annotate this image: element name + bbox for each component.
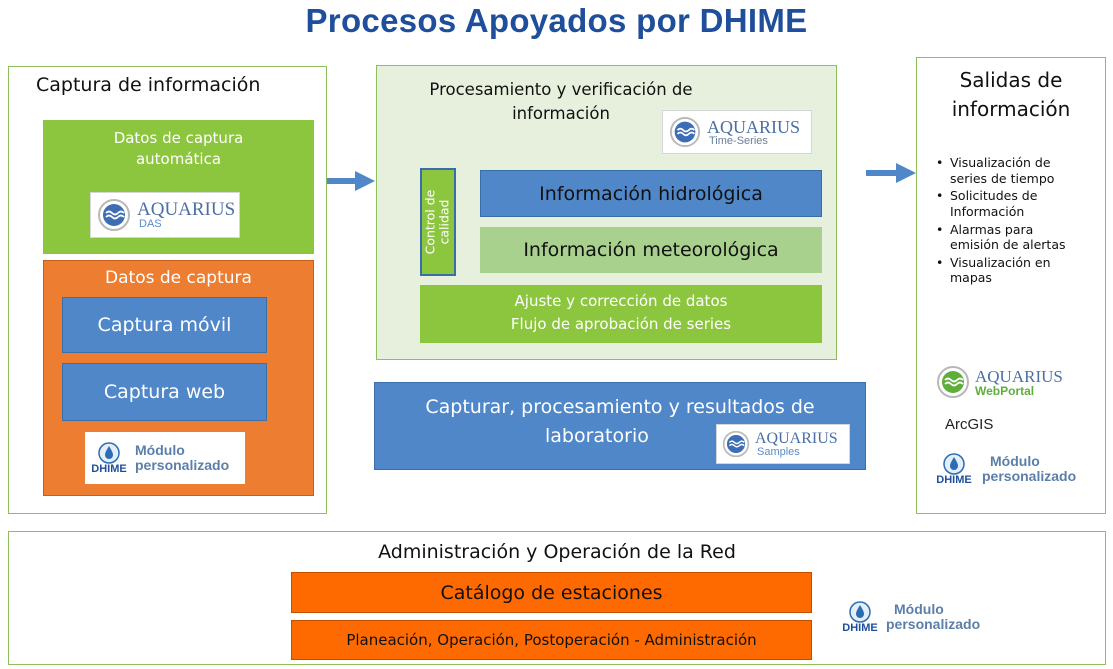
dhime-brand: DHIME [936, 473, 972, 486]
aquarius-logo-icon [669, 116, 701, 148]
dhime-modulo-logo-salidas: DHIME Módulo personalizado [932, 444, 1102, 494]
arrow-right-icon [866, 163, 916, 183]
aquarius-ts-word: AQUARIUS [707, 116, 801, 137]
aquarius-logo-icon [98, 199, 130, 231]
dhime-modulo-logo-admin: DHIME Módulo personalizado [838, 592, 1008, 642]
ajuste-box: Ajuste y corrección de datos Flujo de ap… [420, 285, 822, 343]
captura-movil-box: Captura móvil [62, 297, 267, 353]
control-calidad-line1: Control de [422, 189, 438, 255]
page-title: Procesos Apoyados por DHIME [305, 2, 808, 39]
aquarius-das-sub: DAS [139, 218, 162, 230]
catalogo-box: Catálogo de estaciones [291, 572, 812, 613]
aquarius-samples-sub: Samples [757, 445, 800, 458]
aquarius-logo-icon [722, 430, 750, 458]
control-calidad-label: Control de calidad [422, 170, 453, 274]
modulo-line2: personalizado [982, 468, 1077, 484]
captura-heading: Captura de información [36, 74, 261, 96]
aquarius-webportal-sub: WebPortal [975, 383, 1035, 398]
aquarius-ts-logo: AQUARIUS Time-Series [662, 110, 812, 154]
salidas-heading-line2: información [951, 97, 1071, 121]
captura-manual-heading: Datos de captura [105, 268, 252, 288]
modulo-line2: personalizado [886, 616, 981, 632]
modulo-line1: Módulo [990, 452, 1040, 469]
aquarius-webportal-word: AQUARIUS [975, 366, 1063, 386]
dhime-drop-icon [98, 441, 120, 464]
control-calidad-line2: calidad [437, 199, 452, 245]
aquarius-das-word: AQUARIUS [137, 199, 236, 220]
dhime-brand: DHIME [91, 462, 127, 475]
info-hidrologica-label: Información hidrológica [539, 182, 763, 205]
procesamiento-heading-line1: Procesamiento y verificación de [429, 80, 693, 99]
arrow-right-icon [327, 171, 375, 191]
ajuste-line2: Flujo de aprobación de series [510, 314, 732, 333]
dhime-modulo-logo-captura: DHIME Módulo personalizado [85, 432, 245, 484]
info-meteorologica-box: Información meteorológica [480, 227, 822, 273]
aquarius-das-logo: AQUARIUS DAS [90, 192, 240, 238]
procesamiento-heading: Procesamiento y verificación de informac… [376, 78, 746, 126]
modulo-line1: Módulo [135, 441, 185, 458]
aquarius-logo-icon [937, 366, 969, 398]
salidas-heading: Salidas de información [916, 66, 1106, 124]
control-calidad-box: Control de calidad [420, 168, 456, 276]
procesamiento-heading-line2: información [512, 103, 610, 123]
aquarius-samples-word: AQUARIUS [755, 429, 838, 447]
aquarius-webportal-logo: AQUARIUS WebPortal [936, 362, 1096, 402]
laboratorio-line1: Capturar, procesamiento y resultados de [425, 396, 815, 418]
ajuste-line1: Ajuste y corrección de datos [514, 292, 728, 310]
laboratorio-line2: laboratorio [545, 425, 649, 448]
aquarius-samples-logo: AQUARIUS Samples [716, 424, 850, 464]
list-item: Alarmas para emisión de alertas [930, 222, 1106, 253]
captura-automatica-line2: automática [135, 150, 222, 168]
dhime-drop-icon [943, 452, 965, 475]
arcgis-label: ArcGIS [945, 416, 994, 433]
list-item: Visualización en mapas [930, 255, 1106, 286]
salidas-heading-line1: Salidas de [959, 68, 1063, 92]
catalogo-label: Catálogo de estaciones [440, 581, 663, 604]
planeacion-label: Planeación, Operación, Postoperación - A… [346, 631, 757, 649]
captura-web-label: Captura web [103, 381, 226, 403]
list-item: Visualización de series de tiempo [930, 155, 1106, 186]
aquarius-ts-sub: Time-Series [709, 134, 768, 147]
dhime-brand: DHIME [842, 621, 878, 634]
salidas-list: Visualización de series de tiempo Solici… [930, 155, 1106, 288]
modulo-line1: Módulo [894, 600, 944, 617]
captura-web-box: Captura web [62, 363, 267, 421]
captura-movil-label: Captura móvil [97, 314, 232, 336]
laboratorio-label: Capturar, procesamiento y resultados de … [374, 393, 866, 452]
admin-heading: Administración y Operación de la Red [378, 541, 736, 563]
info-meteorologica-label: Información meteorológica [523, 239, 779, 261]
list-item: Solicitudes de Información [930, 188, 1106, 219]
modulo-line2: personalizado [135, 457, 230, 473]
dhime-drop-icon [849, 600, 871, 623]
planeacion-box: Planeación, Operación, Postoperación - A… [291, 620, 812, 660]
captura-automatica-label: Datos de captura automática [43, 128, 314, 170]
info-hidrologica-box: Información hidrológica [480, 170, 822, 217]
captura-automatica-line1: Datos de captura [113, 129, 244, 147]
